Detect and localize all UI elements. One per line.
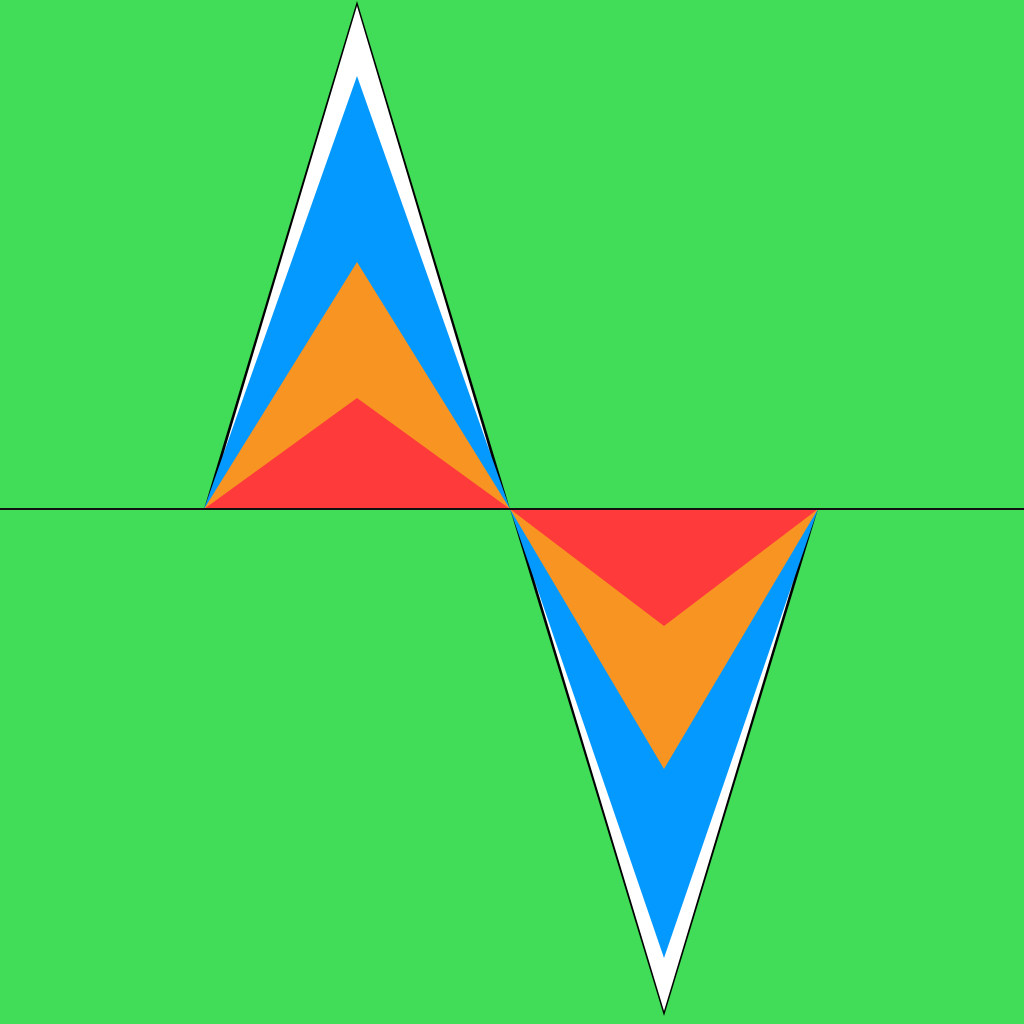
upper-orange-band — [204, 262, 510, 509]
lower-red-band — [510, 509, 818, 626]
upper-triangle — [204, 1, 510, 509]
upper-red-band — [204, 398, 510, 509]
lower-orange-band — [510, 509, 818, 769]
lower-triangle — [510, 509, 818, 1016]
